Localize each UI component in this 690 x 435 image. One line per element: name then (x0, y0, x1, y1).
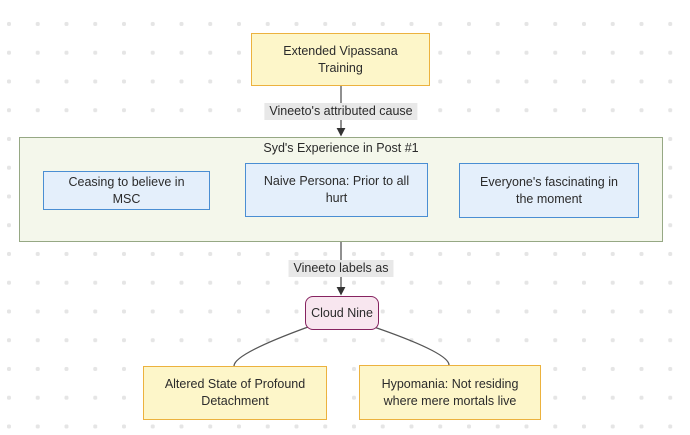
node-label: Naive Persona: Prior to all hurt (263, 174, 410, 205)
subgraph-title: Syd's Experience in Post #1 (263, 141, 419, 155)
edge-label-attributed-cause: Vineeto's attributed cause (264, 103, 418, 120)
node-label: Extended Vipassana Training (283, 43, 398, 75)
node-label: Hypomania: Not residing where mere morta… (381, 376, 519, 408)
edge-cloud-nine-to-hypomania (373, 326, 450, 366)
node-extended-vipassana-training: Extended Vipassana Training (251, 33, 430, 86)
node-label: Everyone's fascinating in the moment (480, 174, 618, 206)
node-cloud-nine: Cloud Nine (305, 296, 379, 330)
arrowhead-subgraph-to-cloud-nine (336, 287, 346, 296)
node-label: Ceasing to believe in MSC (68, 174, 185, 206)
node-altered-state: Altered State of Profound Detachment (143, 366, 327, 420)
edge-label-text: Vineeto's attributed cause (269, 104, 413, 118)
node-label: Altered State of Profound Detachment (164, 377, 306, 408)
node-naive-persona: Naive Persona: Prior to all hurt (245, 163, 428, 217)
arrowhead-training-to-subgraph (336, 128, 346, 137)
node-ceasing-to-believe-msc: Ceasing to believe in MSC (43, 171, 210, 210)
edge-label-text: Vineeto labels as (293, 261, 389, 275)
edge-label-vineeto-labels-as: Vineeto labels as (288, 260, 394, 277)
node-hypomania: Hypomania: Not residing where mere morta… (359, 365, 541, 420)
node-label: Cloud Nine (311, 305, 373, 320)
edge-cloud-nine-to-altered-state (233, 326, 309, 367)
node-everyones-fascinating: Everyone's fascinating in the moment (459, 163, 639, 218)
